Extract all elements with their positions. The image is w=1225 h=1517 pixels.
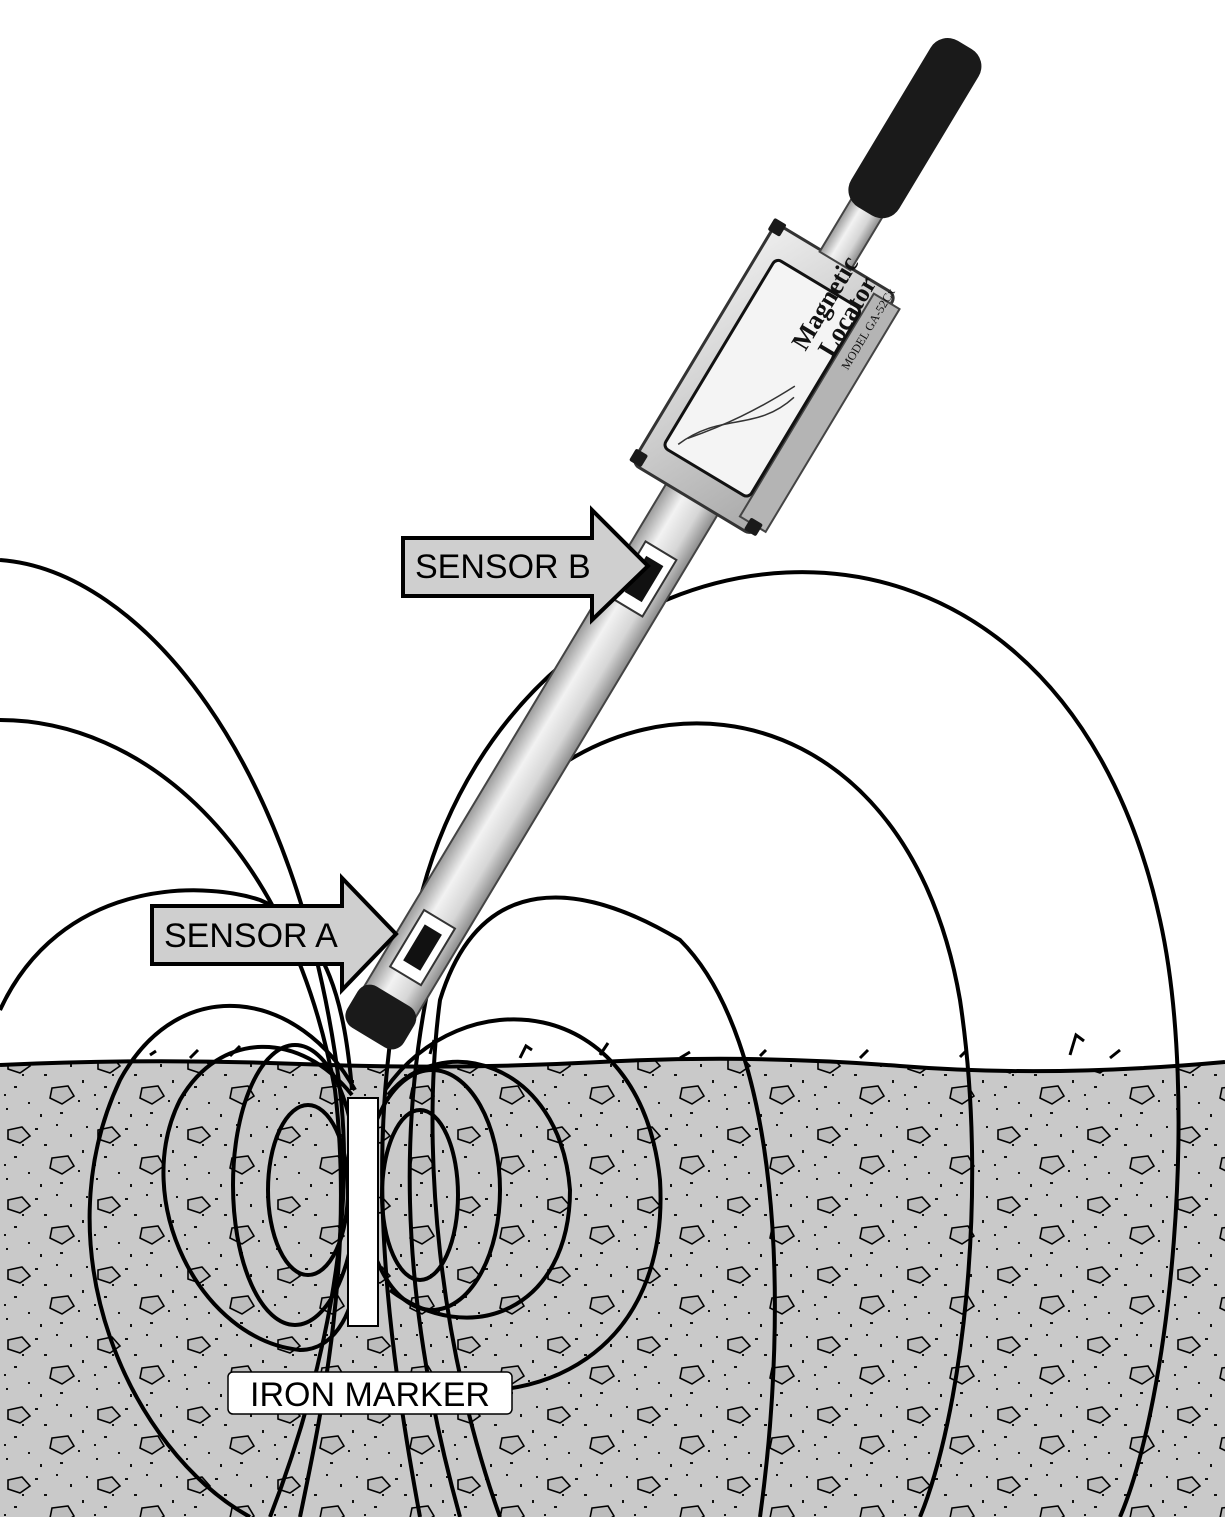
iron-marker-callout: IRON MARKER	[227, 1371, 513, 1415]
iron-marker-label: IRON MARKER	[250, 1376, 490, 1414]
sensor-b-label: SENSOR B	[415, 548, 591, 586]
sensor-a-window-icon	[388, 908, 457, 987]
sensor-b-window-icon	[610, 540, 678, 618]
soil-ground	[0, 1056, 1225, 1517]
sensor-a-label: SENSOR A	[164, 917, 338, 955]
sensor-a-callout: SENSOR A	[150, 873, 399, 995]
magnetic-locator-instrument	[345, 37, 982, 1050]
rubber-grip-icon	[848, 37, 982, 219]
housing-screws	[629, 218, 786, 536]
device-label-panel	[663, 258, 862, 498]
iron-marker-bar-icon	[347, 1097, 379, 1327]
sensor-b-callout: SENSOR B	[401, 505, 651, 625]
locator-end-cap	[345, 984, 417, 1050]
